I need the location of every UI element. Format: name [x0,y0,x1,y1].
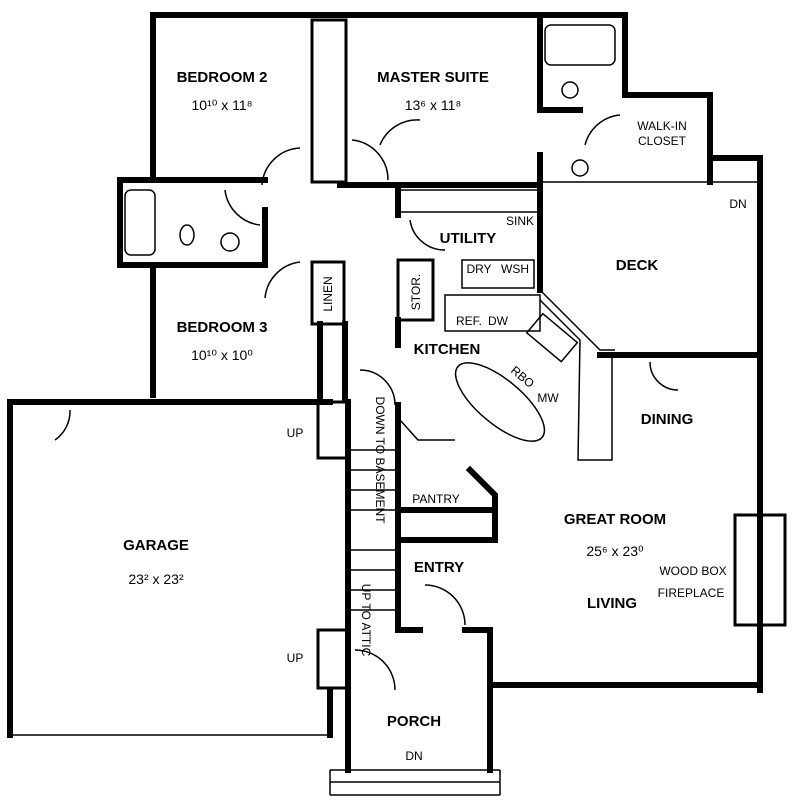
master-suite-size: 13⁶ x 11⁸ [405,97,462,113]
pantry-label: PANTRY [412,492,460,506]
great-room-label: GREAT ROOM [564,511,666,528]
bedroom3-size: 10¹⁰ x 10⁰ [191,347,253,363]
porch-dn-label: DN [405,749,422,763]
dw-label: DW [488,314,509,328]
storage-label: STOR. [409,274,423,310]
dining-label: DINING [641,411,694,428]
range-oven-label: RBO [508,363,537,390]
bedroom3-label: BEDROOM 3 [177,319,268,336]
entry-label: ENTRY [414,559,464,576]
deck-label: DECK [616,257,659,274]
fireplace-label: FIREPLACE [658,586,725,600]
ref-label: REF. [456,314,482,328]
garage-up-label-1: UP [287,426,304,440]
master-suite-label: MASTER SUITE [377,69,489,86]
porch-label: PORCH [387,713,441,730]
stair-treads [348,449,398,611]
bedroom2-label: BEDROOM 2 [177,69,268,86]
deck-dn-label: DN [729,197,746,211]
garage-up-label-2: UP [287,651,304,665]
bedroom2-size: 10¹⁰ x 11⁸ [191,97,252,113]
living-label: LIVING [587,595,637,612]
linen-label: LINEN [321,276,335,311]
dryer-label: DRY [466,262,491,276]
doors [54,24,679,691]
room-labels: BEDROOM 2 10¹⁰ x 11⁸ MASTER SUITE 13⁶ x … [123,69,747,763]
kitchen-label: KITCHEN [414,341,481,358]
closet-label-1: WALK-IN [637,119,687,133]
garage-label: GARAGE [123,537,189,554]
wood-box-label: WOOD BOX [659,564,726,578]
great-room-size: 25⁶ x 23⁰ [586,543,644,559]
utility-label: UTILITY [440,230,497,247]
sink-label: SINK [506,214,534,228]
washer-label: WSH [501,262,529,276]
microwave-label: MW [537,391,559,405]
attic-stair-label: UP TO ATTIC [359,584,373,657]
closet-label-2: CLOSET [638,134,687,148]
walls [7,12,787,796]
basement-stair-label: DOWN TO BASEMENT [373,397,387,525]
garage-size: 23² x 23² [128,571,184,587]
